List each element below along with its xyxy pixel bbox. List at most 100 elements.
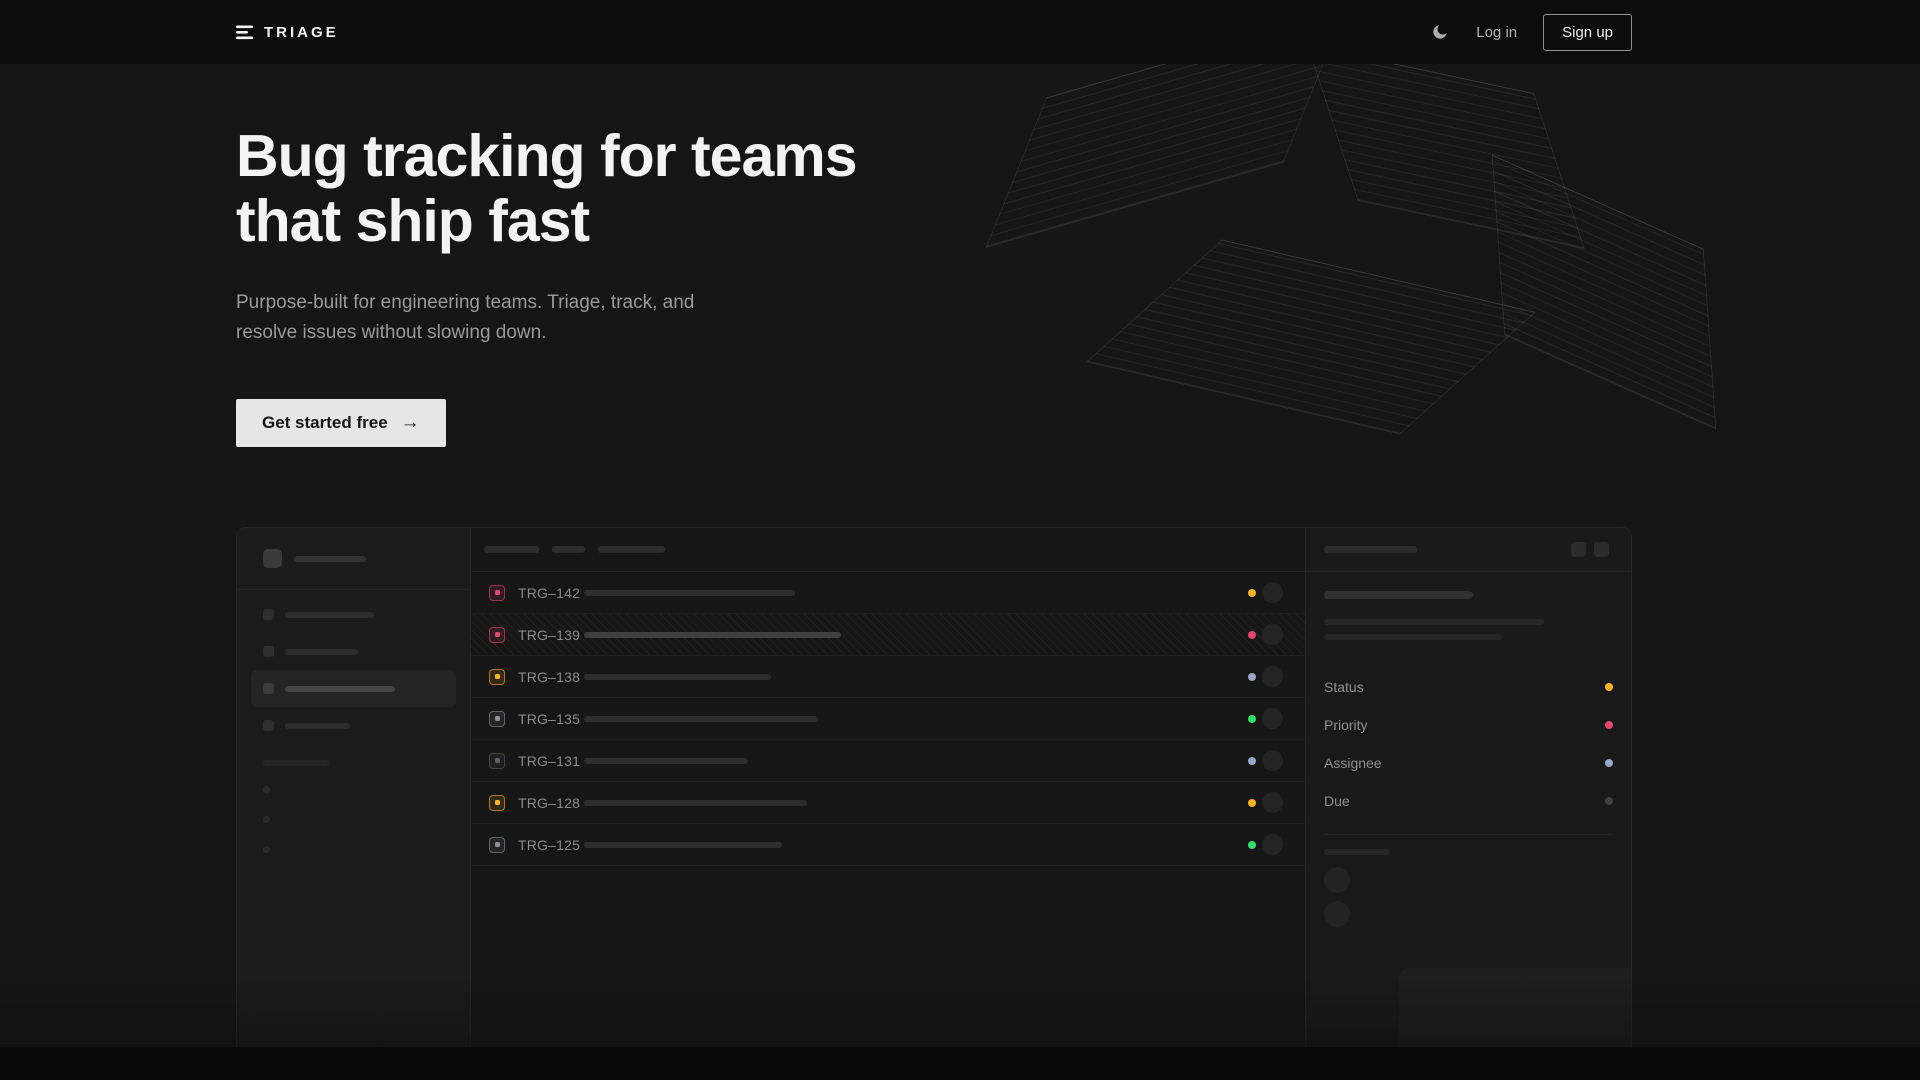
assignee-avatar — [1262, 624, 1283, 645]
issue-title-placeholder — [584, 799, 807, 806]
panel-divider — [1324, 834, 1613, 835]
assignee-avatar — [1262, 666, 1283, 687]
activity-label-placeholder — [1324, 849, 1390, 855]
brand-logo[interactable]: TRIAGE — [236, 24, 339, 41]
status-dot — [1248, 672, 1256, 681]
page-title: Bug tracking for teams that ship fast — [236, 123, 858, 254]
issue-list: TRG–142 TRG–139 TRG–138 TRG–135 — [471, 572, 1305, 866]
comment-avatar — [1324, 867, 1350, 893]
property-label: Priority — [1324, 717, 1368, 733]
sidebar-nav-item — [251, 596, 456, 633]
issue-type-icon — [489, 668, 505, 685]
property-row: Assignee — [1324, 744, 1613, 782]
issue-id: TRG–138 — [518, 668, 581, 685]
issue-id: TRG–125 — [518, 836, 581, 853]
detail-panel-header — [1306, 528, 1631, 572]
status-dot — [1248, 588, 1256, 597]
issue-row: TRG–142 — [471, 572, 1305, 614]
issue-type-icon — [489, 584, 505, 601]
issue-type-icon — [489, 752, 505, 769]
status-dot — [1248, 714, 1256, 723]
status-dot — [1248, 840, 1256, 849]
hero-section: Bug tracking for teams that ship fast Pu… — [0, 64, 1920, 1047]
sidebar-section-label-placeholder — [263, 760, 329, 766]
sidebar-footer-dots — [237, 766, 470, 853]
workspace-avatar — [263, 549, 282, 568]
brand-name: TRIAGE — [264, 23, 339, 41]
status-dot — [1248, 798, 1256, 807]
issue-description-placeholder — [1324, 619, 1544, 625]
issue-id: TRG–128 — [518, 794, 581, 811]
app-preview-mockup: TRG–142 TRG–139 TRG–138 TRG–135 — [236, 527, 1632, 1047]
issue-title-placeholder — [584, 631, 841, 638]
assignee-avatar — [1262, 750, 1283, 771]
issue-title-placeholder — [584, 673, 771, 680]
property-label: Due — [1324, 793, 1350, 809]
issue-title-placeholder — [1324, 591, 1473, 599]
hero-subtitle: Purpose-built for engineering teams. Tri… — [236, 292, 695, 343]
arrow-right-icon: → — [400, 412, 420, 433]
mockup-issue-list-pane: TRG–142 TRG–139 TRG–138 TRG–135 — [471, 528, 1305, 1047]
issue-type-icon — [489, 836, 505, 853]
property-row: Status — [1324, 668, 1613, 706]
sidebar-item-label-placeholder — [285, 611, 374, 618]
status-dot — [1248, 630, 1256, 639]
theme-toggle-moon-icon[interactable] — [1430, 22, 1450, 42]
property-list: Status Priority Assignee Due — [1324, 668, 1613, 820]
sidebar-item-label-placeholder — [285, 648, 358, 655]
toolbar-filter-placeholder — [598, 546, 665, 553]
sidebar-dot — [263, 816, 270, 823]
comment-box-placeholder — [1399, 968, 1631, 1047]
property-value-dot — [1605, 683, 1613, 691]
sidebar-dot — [263, 846, 270, 853]
login-link[interactable]: Log in — [1476, 23, 1518, 41]
issue-type-icon — [489, 626, 505, 643]
sidebar-item-icon — [263, 646, 274, 657]
property-label: Assignee — [1324, 755, 1382, 771]
issue-title-placeholder — [584, 715, 818, 722]
get-started-button[interactable]: Get started free → — [236, 399, 446, 447]
issue-id: TRG–135 — [518, 710, 581, 727]
page-footer — [0, 1047, 1920, 1080]
property-value-dot — [1605, 759, 1613, 767]
issue-row: TRG–135 — [471, 698, 1305, 740]
sidebar-item-icon — [263, 609, 274, 620]
sidebar-dot — [263, 786, 270, 793]
top-navbar: TRIAGE Log in Sign up — [0, 0, 1920, 64]
status-dot — [1248, 756, 1256, 765]
comment-avatars — [1324, 867, 1613, 927]
issue-type-icon — [489, 710, 505, 727]
sidebar-divider — [237, 589, 470, 590]
issue-row: TRG–125 — [471, 824, 1305, 866]
issue-type-icon — [489, 794, 505, 811]
workspace-switcher — [237, 528, 470, 568]
sidebar-nav-item — [251, 707, 456, 744]
sidebar-item-label-placeholder — [285, 722, 350, 729]
toolbar-filter-placeholder — [552, 546, 585, 553]
sidebar-nav-list — [237, 590, 470, 744]
triage-logo-icon — [236, 25, 253, 40]
panel-header-placeholder — [1324, 546, 1417, 553]
assignee-avatar — [1262, 708, 1283, 729]
panel-action-icon — [1571, 542, 1586, 557]
comment-avatar — [1324, 901, 1350, 927]
mockup-detail-panel: Status Priority Assignee Due — [1305, 528, 1631, 1047]
issue-row: TRG–131 — [471, 740, 1305, 782]
property-row: Due — [1324, 782, 1613, 820]
issue-title-placeholder — [584, 841, 782, 848]
sidebar-item-icon — [263, 683, 274, 694]
issue-id: TRG–142 — [518, 584, 581, 601]
signup-button[interactable]: Sign up — [1543, 13, 1632, 51]
issue-title-placeholder — [584, 757, 748, 764]
workspace-name-placeholder — [294, 555, 366, 562]
issue-id: TRG–139 — [518, 626, 581, 643]
assignee-avatar — [1262, 792, 1283, 813]
issue-description-placeholder — [1324, 634, 1502, 640]
mockup-toolbar — [471, 528, 1305, 572]
property-value-dot — [1605, 797, 1613, 805]
assignee-avatar — [1262, 582, 1283, 603]
toolbar-filter-placeholder — [484, 546, 539, 553]
sidebar-item-icon — [263, 720, 274, 731]
sidebar-nav-item — [251, 633, 456, 670]
mockup-sidebar — [237, 528, 471, 1047]
